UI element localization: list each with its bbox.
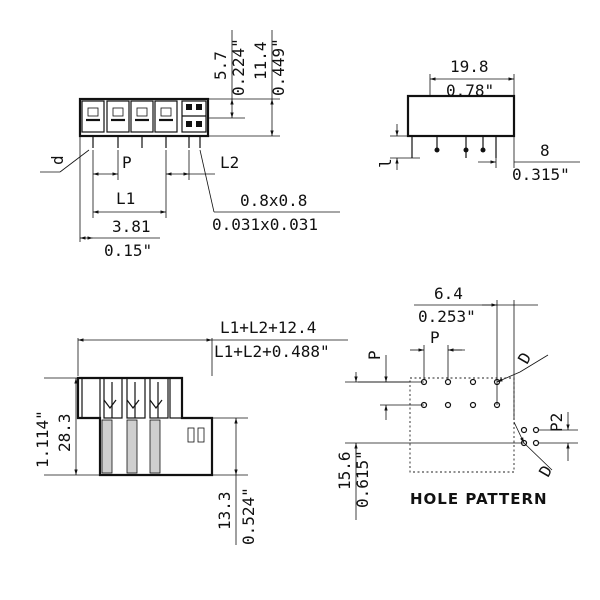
side-dim-19-8: 19.8 [450,57,489,76]
hole-pattern: 6.4 0.253" P P D P2 D 15.6 0 [335,284,578,520]
side-dim-8: 8 [540,141,550,160]
front-label-p: P [122,153,132,172]
side-label-l: l [376,158,395,168]
bottom-view: L1+L2+12.4 L1+L2+0.488" [33,318,348,545]
front-label-l2: L2 [220,153,239,172]
hole-dim-0-253: 0.253" [418,307,476,326]
front-dim-3-81: 3.81 [112,217,151,236]
front-cells [81,100,178,133]
front-dim-11-4: 11.4 [251,41,270,80]
bottom-dim-length: L1+L2+12.4 [220,318,316,337]
front-dim-0-224: 0.224" [229,38,248,96]
hole-label-p-top: P [430,328,440,347]
front-aux-block [181,100,207,133]
hole-label-p-left: P [365,350,384,360]
front-dim-5-7: 5.7 [211,51,230,80]
hole-label-p2: P2 [547,413,566,432]
bottom-dim-0-524: 0.524" [239,487,258,545]
side-dim-0-78: 0.78" [446,81,494,100]
bottom-dim-13-3: 13.3 [215,491,234,530]
front-dim-pin-inch: 0.031x0.031 [212,215,318,234]
bottom-columns [101,419,205,474]
front-dim-0-15: 0.15" [104,241,152,260]
front-label-d: d [48,155,67,165]
front-label-l1: L1 [116,189,135,208]
side-view: 19.8 0.78" l 8 0.315" [376,57,580,184]
hole-dim-15-6: 15.6 [335,451,354,490]
bottom-dim-1-114: 1.114" [33,410,52,468]
bottom-dim-length-inch: L1+L2+0.488" [214,342,330,361]
front-pins [92,136,201,148]
bottom-dim-28-3: 28.3 [55,413,74,452]
front-dim-pin: 0.8x0.8 [240,191,307,210]
front-dim-0-449: 0.449" [269,38,288,96]
front-view: 5.7 0.224" 11.4 0.449" d P L2 L1 3.81 0.… [40,30,340,260]
hole-label-d-bottom: D [535,462,556,480]
hole-dim-6-4: 6.4 [434,284,463,303]
bottom-latches [81,377,183,419]
hole-pattern-title: HOLE PATTERN [410,490,548,508]
side-dim-0-315: 0.315" [512,165,570,184]
hole-dim-0-615: 0.615" [353,450,372,508]
hole-pattern-holes [420,378,540,447]
